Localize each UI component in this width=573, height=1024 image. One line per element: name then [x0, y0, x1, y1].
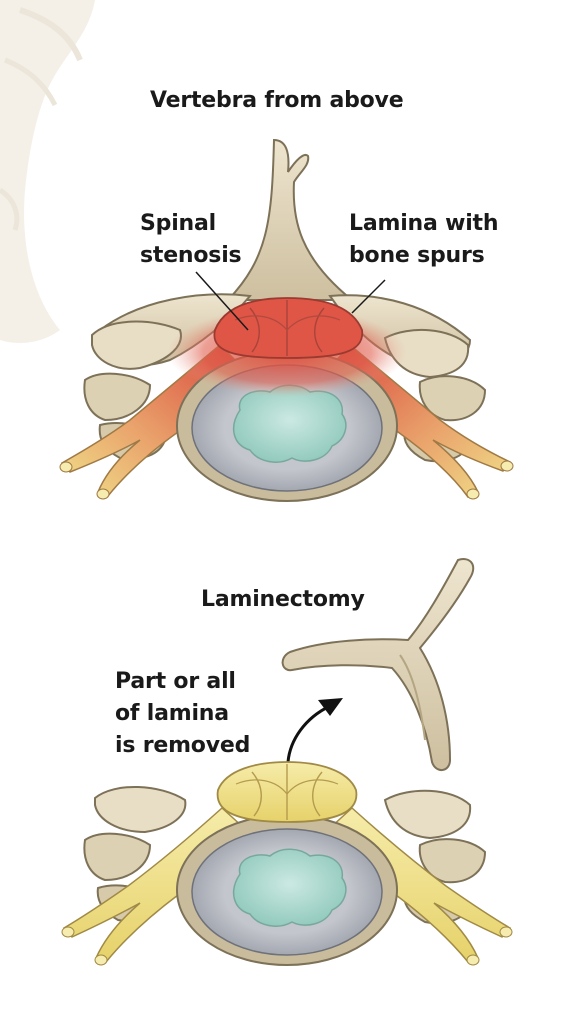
bottom-section-title: Laminectomy	[201, 587, 365, 612]
top-spinous-process	[225, 138, 355, 301]
lamina-bone-spurs-label: Lamina with bone spurs	[349, 208, 499, 272]
lamina-removed-label-line: Part or all	[115, 669, 236, 694]
background-bone-illustration	[0, 0, 95, 343]
top-section-title: Vertebra from above	[150, 88, 404, 113]
stenosis-leader-line	[195, 271, 249, 331]
removal-arrow	[286, 698, 343, 763]
lamina-bone-spurs-label-line: Lamina with	[349, 211, 499, 236]
lamina-removed-label-line: is removed	[115, 733, 251, 758]
lamina-removed-label-line: of lamina	[115, 701, 229, 726]
lamina-bone-spurs-label-line: bone spurs	[349, 243, 485, 268]
lamina-removed-label: Part or all of lamina is removed	[115, 666, 250, 762]
spinal-stenosis-label-line: Spinal	[140, 211, 216, 236]
top-vertebra	[59, 138, 514, 502]
top-transverse-left	[83, 372, 152, 422]
spinal-stenosis-label-line: stenosis	[140, 243, 242, 268]
bottom-facet-left	[94, 785, 187, 834]
bottom-facet-right	[383, 789, 472, 840]
spinal-stenosis-label: Spinal stenosis	[140, 208, 242, 272]
bottom-nucleus	[232, 848, 347, 927]
top-transverse-right	[418, 375, 487, 422]
removed-lamina-piece	[281, 558, 475, 771]
lamina-leader-line	[351, 279, 386, 314]
bottom-vertebra	[61, 761, 513, 966]
